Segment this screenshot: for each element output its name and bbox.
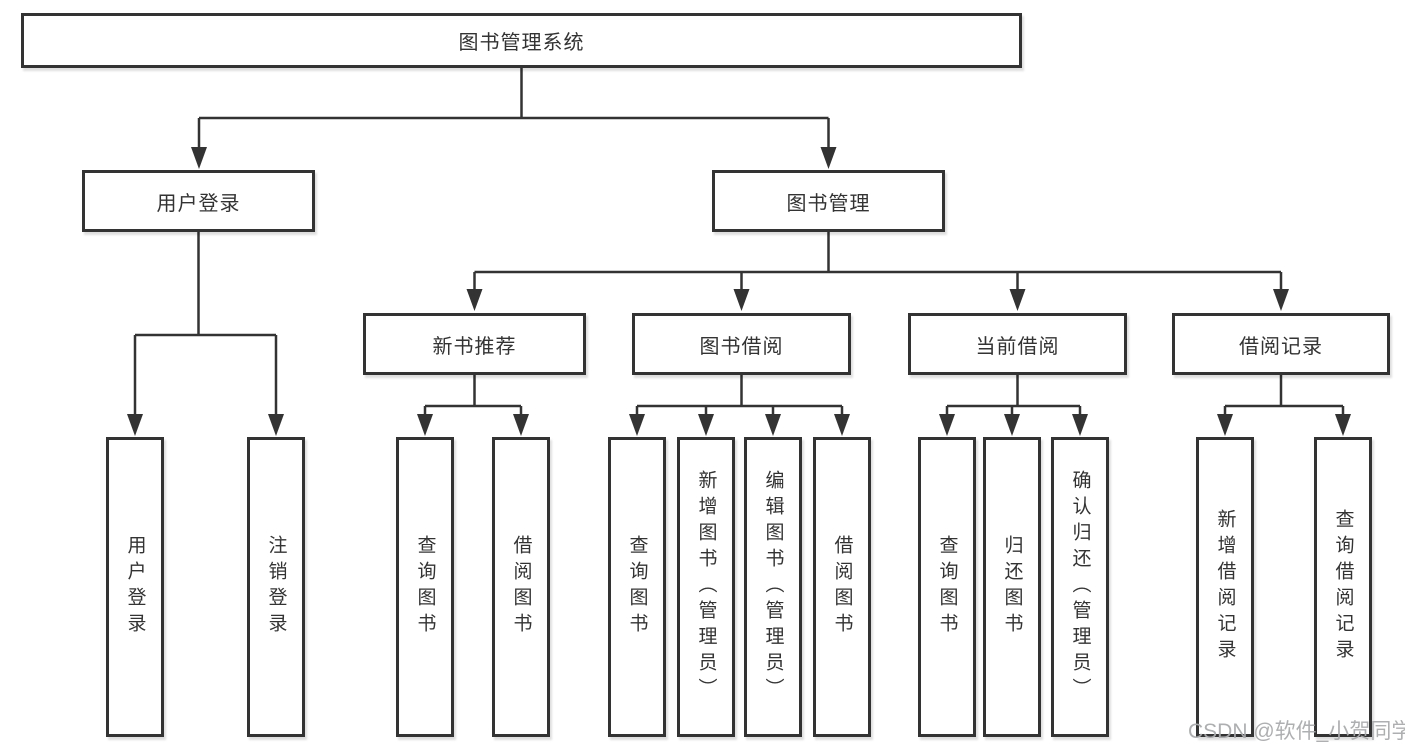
leaf-cb-query-books: 查询图书 — [918, 437, 976, 737]
leaf-br-query-record: 查询借阅记录 — [1314, 437, 1372, 737]
node-current-borrowing-label: 当前借阅 — [975, 335, 1060, 358]
csdn-watermark: CSDN @软件_小贺同学 — [1188, 720, 1405, 743]
node-borrowing-records: 借阅记录 — [1172, 313, 1390, 375]
leaf-cb-confirm-return-admin-label: 确认归还（管理员） — [1069, 470, 1091, 704]
leaf-bb-query-books-label: 查询图书 — [626, 535, 648, 639]
leaf-rec-query-books-label: 查询图书 — [414, 535, 436, 639]
node-borrowing-records-label: 借阅记录 — [1239, 335, 1323, 358]
node-current-borrowing: 当前借阅 — [908, 313, 1127, 375]
arrow-heads — [127, 147, 1351, 436]
leaf-cb-query-books-label: 查询图书 — [936, 535, 958, 639]
node-book-management: 图书管理 — [712, 170, 945, 232]
node-root: 图书管理系统 — [21, 13, 1022, 68]
leaf-rec-borrow-books: 借阅图书 — [492, 437, 550, 737]
leaf-bb-borrow-books: 借阅图书 — [813, 437, 871, 737]
node-user-login: 用户登录 — [82, 170, 315, 232]
leaf-cb-return-books-label: 归还图书 — [1001, 535, 1023, 639]
leaf-bb-add-books-admin-label: 新增图书（管理员） — [695, 470, 717, 704]
leaf-rec-borrow-books-label: 借阅图书 — [510, 535, 532, 639]
leaf-bb-borrow-books-label: 借阅图书 — [831, 535, 853, 639]
leaf-br-add-record-label: 新增借阅记录 — [1214, 509, 1236, 665]
leaf-logout-login: 注销登录 — [247, 437, 305, 737]
node-book-borrowing-label: 图书借阅 — [699, 335, 784, 358]
node-new-book-recommend: 新书推荐 — [363, 313, 586, 375]
leaf-bb-edit-books-admin-label: 编辑图书（管理员） — [762, 470, 784, 704]
node-user-login-label: 用户登录 — [156, 192, 241, 215]
node-book-management-label: 图书管理 — [786, 192, 871, 215]
leaf-bb-edit-books-admin: 编辑图书（管理员） — [744, 437, 802, 737]
leaf-bb-query-books: 查询图书 — [608, 437, 666, 737]
leaf-rec-query-books: 查询图书 — [396, 437, 454, 737]
leaf-logout-login-label: 注销登录 — [265, 535, 287, 639]
leaf-user-login: 用户登录 — [106, 437, 164, 737]
leaf-cb-confirm-return-admin: 确认归还（管理员） — [1051, 437, 1109, 737]
leaf-user-login-label: 用户登录 — [124, 535, 146, 639]
leaf-br-query-record-label: 查询借阅记录 — [1332, 509, 1354, 665]
node-book-borrowing: 图书借阅 — [632, 313, 851, 375]
connector-edges — [133, 68, 1345, 418]
leaf-br-add-record: 新增借阅记录 — [1196, 437, 1254, 737]
leaf-bb-add-books-admin: 新增图书（管理员） — [677, 437, 735, 737]
node-new-book-recommend-label: 新书推荐 — [432, 335, 517, 358]
node-root-label: 图书管理系统 — [458, 32, 585, 54]
leaf-cb-return-books: 归还图书 — [983, 437, 1041, 737]
